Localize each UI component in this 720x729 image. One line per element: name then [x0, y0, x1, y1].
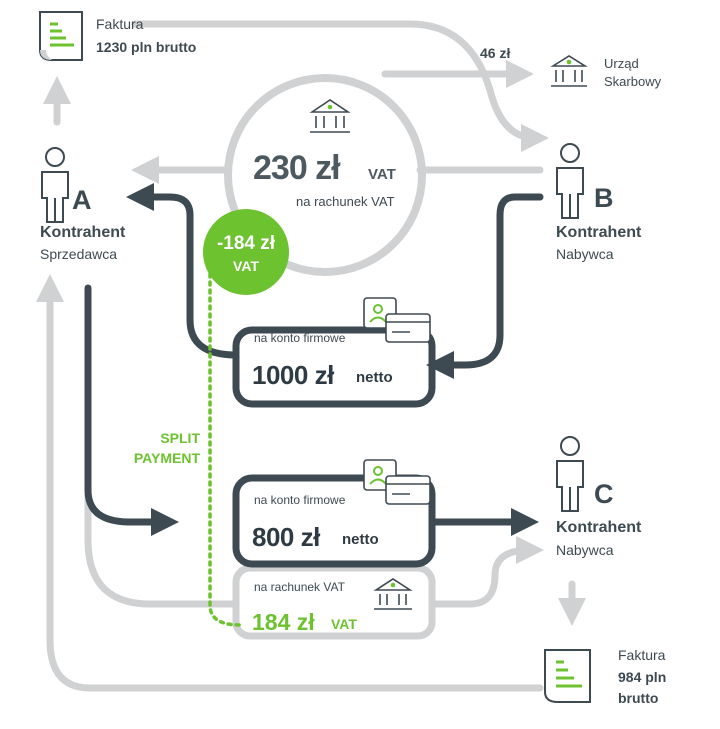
box-184-label: na rachunek VAT: [254, 580, 345, 594]
box-184-suffix: VAT: [331, 616, 357, 632]
flow-b-to-1000: [426, 193, 544, 379]
party-a-role: Kontrahent: [40, 224, 126, 241]
party-c-role: Kontrahent: [556, 519, 642, 536]
box-800-amount: 800 zł: [252, 522, 320, 552]
person-a-icon: [41, 147, 69, 223]
box-184-amount: 184 zł: [252, 609, 315, 635]
vat-circle-suffix: VAT: [368, 166, 396, 183]
green-vat-badge: [203, 209, 289, 295]
green-badge-amount: -184 zł: [216, 233, 276, 254]
invoice-top-amount: 1230 pln brutto: [96, 39, 197, 55]
flow-boxes-to-c: [428, 536, 544, 608]
vat-account-frame: [232, 564, 436, 640]
flow-invoice-to-b: [131, 20, 549, 152]
box-1000-label: na konto firmowe: [254, 331, 346, 345]
flow-a-to-boxes: [84, 416, 240, 608]
account-1000-cards-icon: [363, 297, 431, 343]
box-1000-frame: [232, 326, 436, 408]
box-800-label: na konto firmowe: [254, 493, 346, 507]
flow-split-payment: [208, 248, 242, 627]
split-payment-line2: PAYMENT: [133, 450, 200, 466]
vat-circle-bank-icon: [309, 99, 351, 133]
tax-office-amount: 46 zł: [480, 45, 511, 61]
party-b-type: Nabywca: [556, 246, 614, 262]
invoice-bottom-title: Faktura: [618, 647, 666, 663]
flow-a-to-800: [84, 284, 179, 536]
party-b-role: Kontrahent: [556, 224, 642, 241]
invoice-bottom-line2: brutto: [618, 690, 659, 706]
vat-circle-ring: [224, 74, 426, 276]
invoice-bottom-line1: 984 pln: [618, 669, 667, 685]
flow-1000-to-a: [126, 183, 240, 359]
tax-office-line1: Urząd: [604, 56, 639, 71]
vat-account-bank-icon: [373, 578, 413, 610]
box-800-suffix: netto: [342, 531, 379, 548]
invoice-top-icon: [39, 11, 83, 61]
box-1000-amount: 1000 zł: [252, 360, 334, 390]
party-c-type: Nabywca: [556, 542, 614, 558]
tax-office-line2: Skarbowy: [604, 74, 662, 89]
person-b-icon: [556, 143, 584, 219]
flow-c-to-a-grey: [36, 274, 544, 692]
invoice-top-title: Faktura: [96, 16, 144, 32]
account-800-cards-icon: [363, 459, 431, 505]
split-payment-line1: SPLIT: [160, 430, 200, 446]
party-b-letter: B: [594, 183, 614, 213]
vat-circle-subtitle: na rachunek VAT: [296, 194, 395, 209]
party-a-type: Sprzedawca: [40, 246, 118, 262]
person-c-icon: [556, 436, 584, 512]
box-800-frame: [232, 474, 436, 568]
party-c-letter: C: [594, 479, 614, 509]
party-a-letter: A: [72, 185, 92, 215]
green-badge-suffix: VAT: [233, 258, 259, 274]
tax-office-bank-icon: [550, 55, 588, 87]
box-1000-suffix: netto: [356, 369, 393, 386]
invoice-bottom-icon: [544, 649, 591, 703]
vat-circle-amount: 230 zł: [253, 149, 341, 187]
